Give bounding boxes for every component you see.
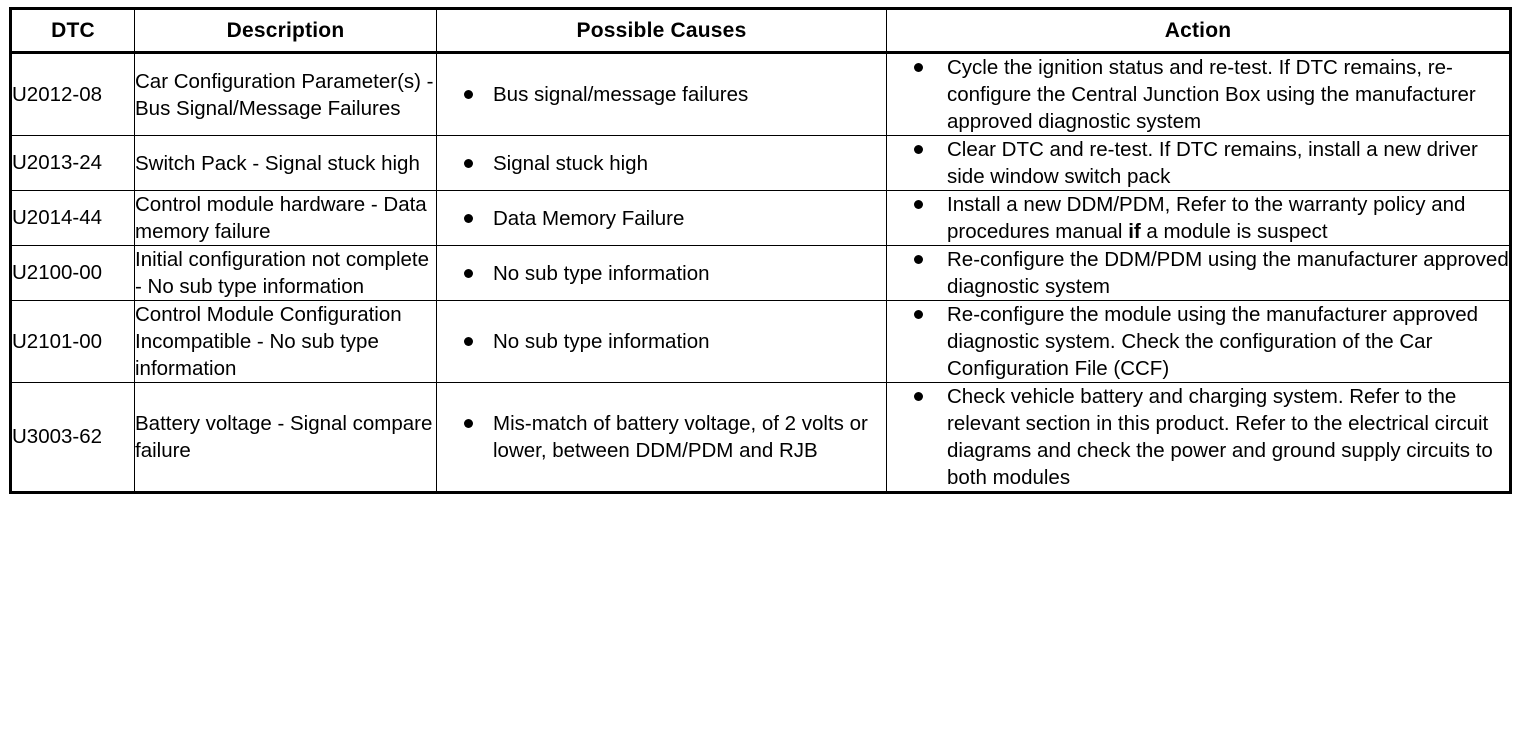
cell-possible-causes: No sub type information [436, 245, 887, 301]
cell-dtc: U3003-62 [10, 382, 135, 493]
column-header-possible-causes: Possible Causes [436, 8, 887, 53]
list-item-text: No sub type information [493, 330, 710, 353]
table-body: U2012-08 Car Configuration Parameter(s) … [10, 52, 1511, 493]
bullet-icon [464, 419, 473, 428]
cell-dtc: U2012-08 [10, 52, 135, 136]
cell-action: Re-configure the module using the manufa… [886, 300, 1511, 383]
table-row: U2100-00 Initial configuration not compl… [10, 245, 1511, 301]
action-list: Cycle the ignition status and re-test. I… [887, 54, 1509, 135]
cell-action: Cycle the ignition status and re-test. I… [886, 52, 1511, 136]
list-item: Install a new DDM/PDM, Refer to the warr… [887, 191, 1509, 245]
cell-description: Initial configuration not complete - No … [134, 245, 437, 301]
list-item-text: Data Memory Failure [493, 206, 685, 230]
list-item-text: Re-configure the module using the manufa… [947, 303, 1479, 380]
bullet-icon [914, 200, 923, 209]
list-item: Check vehicle battery and charging syste… [887, 383, 1509, 491]
list-item-text: Bus signal/message failures [493, 83, 749, 106]
table-header: DTC Description Possible Causes Action [10, 8, 1511, 53]
cell-possible-causes: Signal stuck high [436, 135, 887, 191]
table-row: U2012-08 Car Configuration Parameter(s) … [10, 52, 1511, 136]
action-list: Check vehicle battery and charging syste… [887, 383, 1509, 491]
bullet-icon [464, 268, 473, 278]
causes-list: Mis-match of battery voltage, of 2 volts… [437, 410, 886, 464]
cell-possible-causes: Bus signal/message failures [436, 52, 887, 136]
action-list: Clear DTC and re-test. If DTC remains, i… [887, 136, 1509, 190]
action-list: Re-configure the module using the manufa… [887, 301, 1509, 382]
list-item: Bus signal/message failures [437, 81, 886, 108]
causes-list: No sub type information [437, 260, 886, 287]
list-item-text: Cycle the ignition status and re-test. I… [947, 56, 1476, 133]
header-row: DTC Description Possible Causes Action [10, 8, 1511, 53]
cell-description: Control module hardware - Data memory fa… [134, 190, 437, 246]
cell-action: Check vehicle battery and charging syste… [886, 382, 1511, 493]
table-row: U3003-62 Battery voltage - Signal compar… [10, 382, 1511, 493]
cell-dtc: U2101-00 [10, 300, 135, 383]
list-item: Cycle the ignition status and re-test. I… [887, 54, 1509, 135]
bullet-icon [464, 213, 473, 223]
list-item: Re-configure the DDM/PDM using the manuf… [887, 246, 1509, 300]
cell-dtc: U2100-00 [10, 245, 135, 301]
list-item-text: Re-configure the DDM/PDM using the manuf… [947, 248, 1509, 298]
cell-dtc: U2013-24 [10, 135, 135, 191]
list-item-text: No sub type information [493, 261, 710, 285]
bullet-icon [464, 337, 473, 346]
cell-possible-causes: Data Memory Failure [436, 190, 887, 246]
action-list: Install a new DDM/PDM, Refer to the warr… [887, 191, 1509, 245]
causes-list: No sub type information [437, 328, 886, 355]
causes-list: Data Memory Failure [437, 205, 886, 232]
bullet-icon [914, 63, 923, 72]
cell-description: Control Module Configuration Incompatibl… [134, 300, 437, 383]
column-header-dtc: DTC [10, 8, 135, 53]
cell-description: Switch Pack - Signal stuck high [134, 135, 437, 191]
list-item: No sub type information [437, 260, 886, 287]
bullet-icon [914, 255, 923, 264]
cell-possible-causes: Mis-match of battery voltage, of 2 volts… [436, 382, 887, 493]
table-row: U2013-24 Switch Pack - Signal stuck high… [10, 135, 1511, 191]
list-item-text: Check vehicle battery and charging syste… [947, 385, 1493, 489]
list-item-text: Mis-match of battery voltage, of 2 volts… [493, 412, 868, 462]
cell-action: Clear DTC and re-test. If DTC remains, i… [886, 135, 1511, 191]
table-row: U2014-44 Control module hardware - Data … [10, 190, 1511, 246]
column-header-action: Action [886, 8, 1511, 53]
list-item: No sub type information [437, 328, 886, 355]
cell-description: Car Configuration Parameter(s) - Bus Sig… [134, 52, 437, 136]
bullet-icon [914, 145, 923, 154]
bullet-icon [464, 90, 473, 99]
list-item: Data Memory Failure [437, 205, 886, 232]
list-item-text: Clear DTC and re-test. If DTC remains, i… [947, 138, 1478, 188]
cell-action: Install a new DDM/PDM, Refer to the warr… [886, 190, 1511, 246]
action-list: Re-configure the DDM/PDM using the manuf… [887, 246, 1509, 300]
list-item-text: Install a new DDM/PDM, Refer to the warr… [947, 193, 1466, 243]
list-item: Mis-match of battery voltage, of 2 volts… [437, 410, 886, 464]
causes-list: Bus signal/message failures [437, 81, 886, 108]
bullet-icon [914, 392, 923, 401]
dtc-diagnostics-table: DTC Description Possible Causes Action U… [9, 7, 1512, 494]
list-item: Re-configure the module using the manufa… [887, 301, 1509, 382]
table-row: U2101-00 Control Module Configuration In… [10, 300, 1511, 383]
column-header-description: Description [134, 8, 437, 53]
bullet-icon [464, 158, 473, 168]
causes-list: Signal stuck high [437, 150, 886, 177]
cell-action: Re-configure the DDM/PDM using the manuf… [886, 245, 1511, 301]
cell-dtc: U2014-44 [10, 190, 135, 246]
bullet-icon [914, 310, 923, 319]
list-item: Signal stuck high [437, 150, 886, 177]
cell-description: Battery voltage - Signal compare failure [134, 382, 437, 493]
list-item: Clear DTC and re-test. If DTC remains, i… [887, 136, 1509, 190]
list-item-text: Signal stuck high [493, 151, 648, 175]
cell-possible-causes: No sub type information [436, 300, 887, 383]
